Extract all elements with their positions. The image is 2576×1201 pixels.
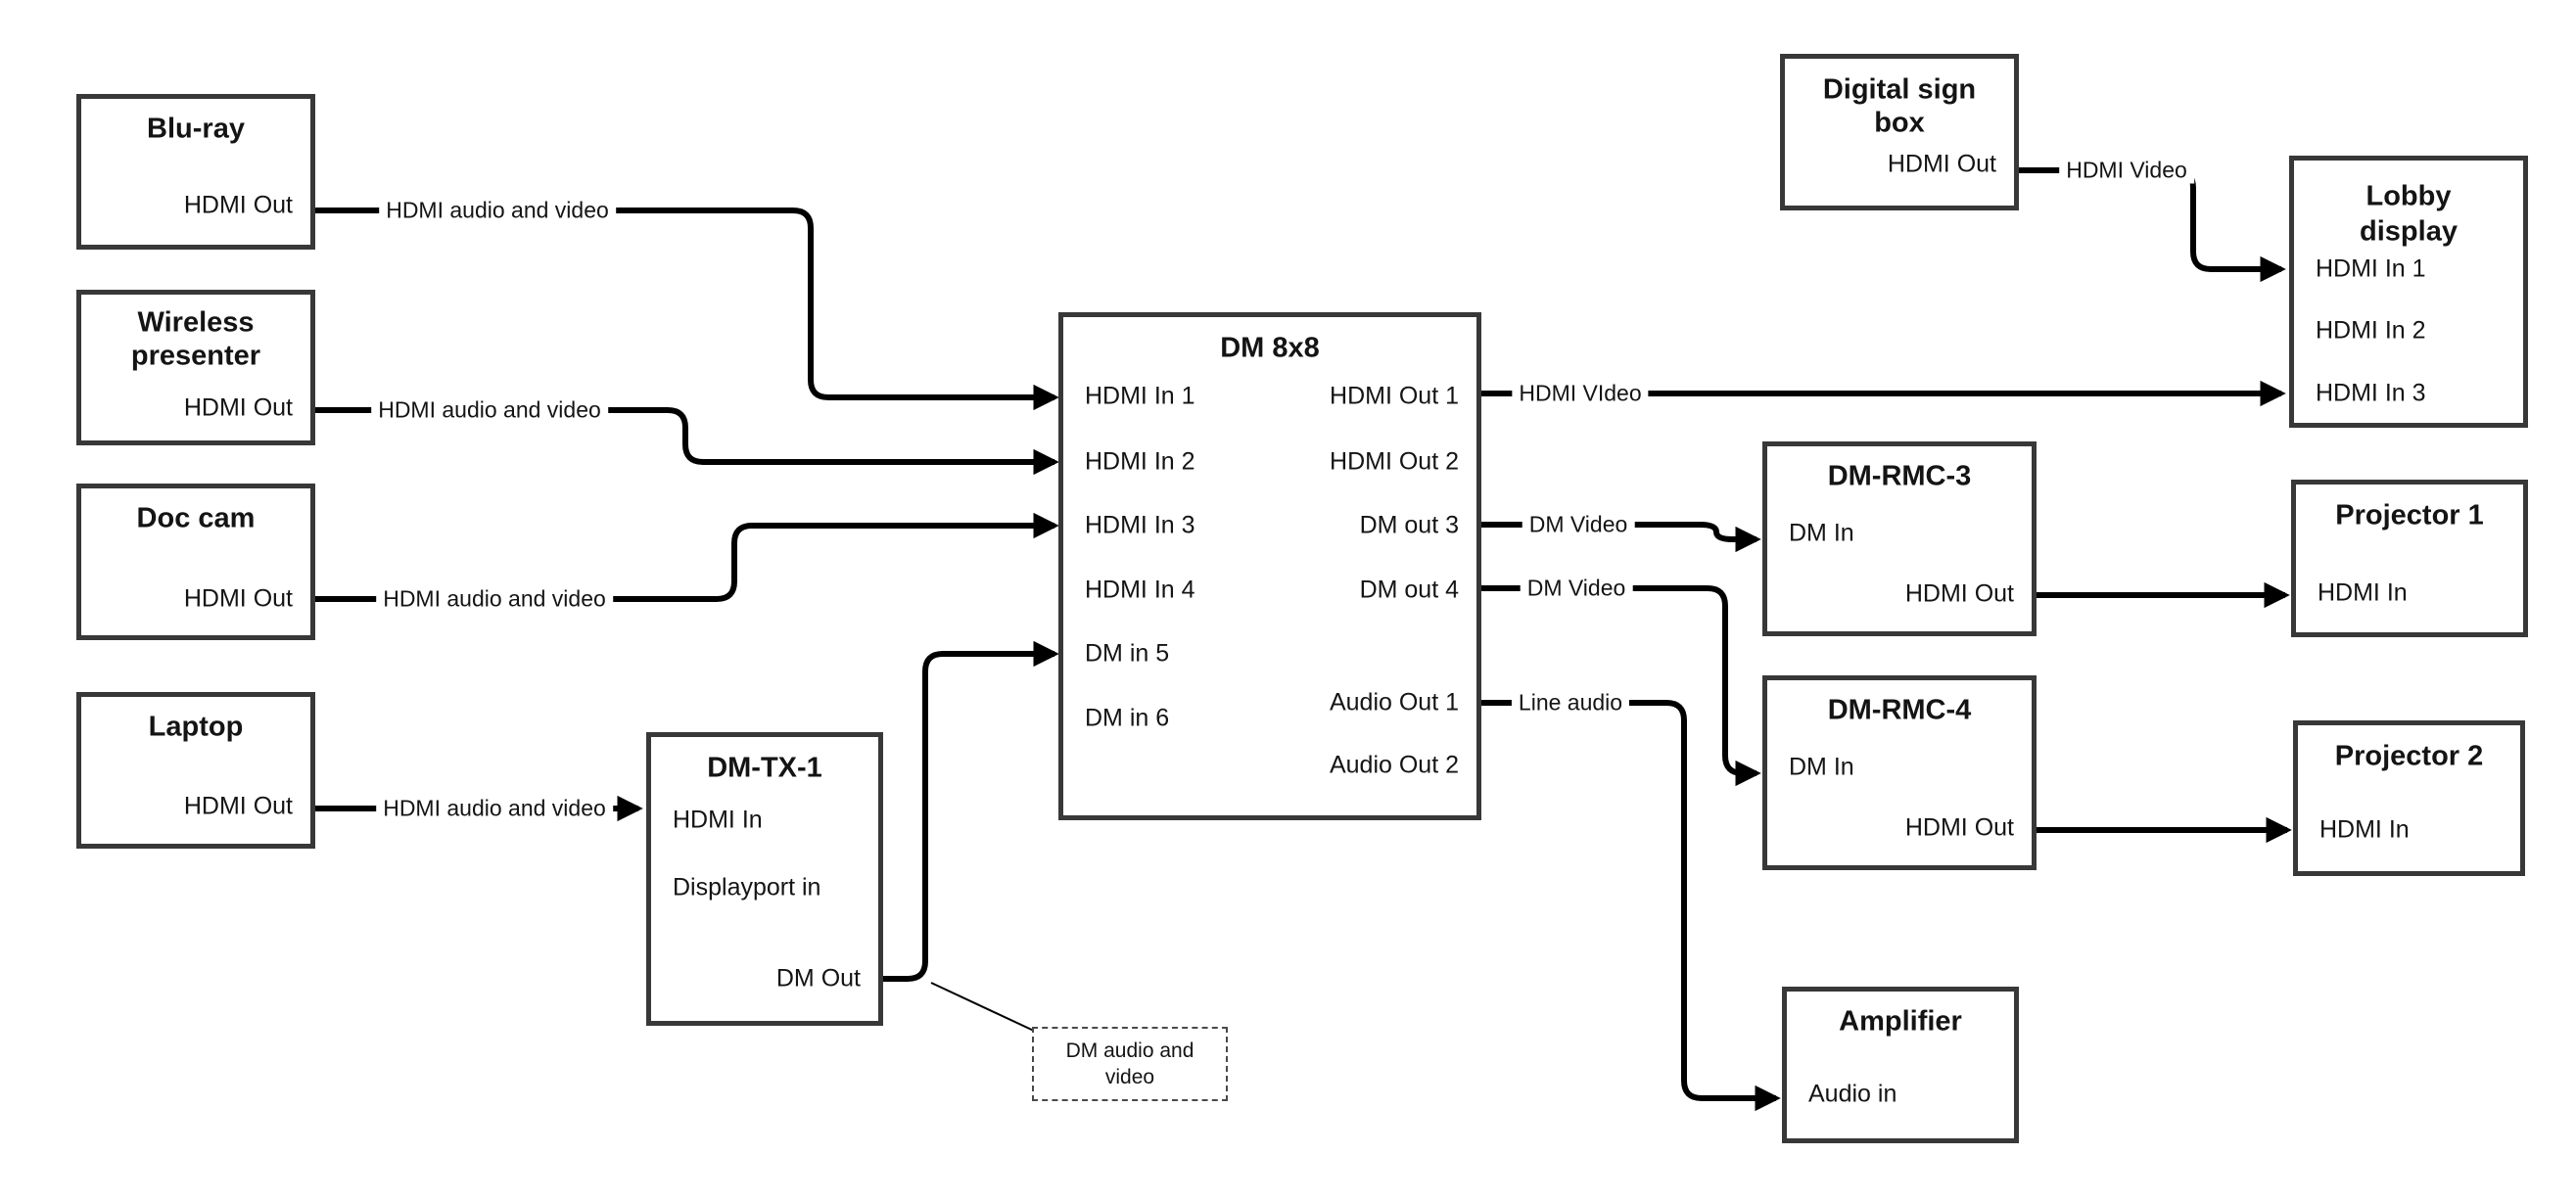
node-wireless-title-line2: presenter (130, 340, 261, 372)
port-dm-rmc-3-hdmi-out: HDMI Out (1904, 579, 2014, 608)
node-projector-1-title: Projector 1 (2335, 499, 2484, 531)
node-dm-tx-1: DM-TX-1 HDMI In Displayport in DM Out (646, 732, 883, 1026)
node-lobby-title-line1: Lobby (2365, 180, 2452, 212)
node-blu-ray-title: Blu-ray (147, 113, 245, 145)
port-dm-rmc-4-hdmi-out: HDMI Out (1904, 813, 2014, 842)
node-wireless-presenter: Wireless presenter HDMI Out (76, 290, 315, 445)
node-wireless-title-line1: Wireless (137, 306, 255, 339)
port-dm-tx-1-hdmi-in: HDMI In (673, 806, 763, 834)
note-dm-audio-and-video: DM audio and video (1032, 1027, 1228, 1101)
node-dm-rmc-3-title: DM-RMC-3 (1827, 460, 1972, 492)
port-dm8x8-audio-out-2: Audio Out 2 (1329, 751, 1459, 779)
port-lobby-hdmi-in-1: HDMI In 1 (2316, 254, 2426, 283)
node-digital-sign-title-line1: Digital sign (1822, 73, 1977, 106)
node-laptop: Laptop HDMI Out (76, 692, 315, 849)
connector-sign-to-lobby-in1 (2019, 167, 2286, 283)
connector-dm-out3-to-rmc3 (1481, 522, 1761, 553)
connector-wireless-to-hdmi-in2 (315, 407, 1059, 476)
port-dm-tx-1-displayport-in: Displayport in (673, 873, 821, 901)
port-dm-tx-1-dm-out: DM Out (775, 964, 861, 993)
node-blu-ray: Blu-ray HDMI Out (76, 94, 315, 250)
port-dm8x8-hdmi-out-2: HDMI Out 2 (1330, 447, 1459, 476)
port-dm8x8-hdmi-in-3: HDMI In 3 (1085, 511, 1195, 539)
node-amplifier: Amplifier Audio in (1782, 987, 2019, 1143)
port-dm8x8-hdmi-in-4: HDMI In 4 (1085, 576, 1195, 604)
note-line1: DM audio and (1065, 1039, 1194, 1062)
edge-label-dm-video-out3: DM Video (1522, 511, 1635, 538)
node-doc-cam-title: Doc cam (136, 502, 256, 534)
node-laptop-title: Laptop (148, 711, 244, 743)
node-dm-8x8: DM 8x8 HDMI In 1 HDMI In 2 HDMI In 3 HDM… (1058, 312, 1481, 820)
edge-label-bluray-hdmi-audio-video: HDMI audio and video (379, 197, 616, 224)
connector-dm-out4-to-rmc4 (1481, 585, 1761, 787)
connector-dmtx1-to-dm-in5 (883, 640, 1059, 982)
node-projector-2-title: Projector 2 (2334, 740, 2484, 772)
port-laptop-hdmi-out: HDMI Out (183, 792, 293, 820)
port-dm8x8-dm-in-5: DM in 5 (1085, 639, 1170, 668)
node-dm-8x8-title: DM 8x8 (1220, 332, 1320, 364)
port-dm8x8-hdmi-out-1: HDMI Out 1 (1330, 382, 1459, 410)
node-dm-rmc-4-title: DM-RMC-4 (1827, 694, 1972, 726)
node-lobby-title-line2: display (2360, 215, 2458, 248)
connector-bluray-to-hdmi-in1 (315, 208, 1059, 411)
port-amplifier-audio-in: Audio in (1808, 1080, 1897, 1108)
node-digital-sign-title-line2: box (1874, 107, 1925, 139)
edge-label-wireless-hdmi-audio-video: HDMI audio and video (371, 396, 608, 424)
port-doc-cam-hdmi-out: HDMI Out (183, 584, 293, 613)
edge-label-doccam-hdmi-audio-video: HDMI audio and video (376, 585, 613, 613)
node-amplifier-title: Amplifier (1839, 1005, 1962, 1038)
note-line2: video (1104, 1066, 1155, 1088)
edge-label-line-audio: Line audio (1511, 689, 1630, 716)
node-digital-sign-box: Digital sign box HDMI Out (1780, 54, 2019, 210)
port-projector-1-hdmi-in: HDMI In (2318, 578, 2408, 607)
port-dm8x8-dm-out-4: DM out 4 (1359, 576, 1459, 604)
port-dm-rmc-4-dm-in: DM In (1789, 753, 1854, 781)
port-lobby-hdmi-in-2: HDMI In 2 (2316, 316, 2426, 345)
port-dm8x8-hdmi-in-1: HDMI In 1 (1085, 382, 1195, 410)
node-projector-2: Projector 2 HDMI In (2293, 720, 2525, 876)
node-dm-rmc-3: DM-RMC-3 DM In HDMI Out (1762, 441, 2037, 636)
port-projector-2-hdmi-in: HDMI In (2319, 815, 2410, 844)
node-projector-1: Projector 1 HDMI In (2291, 480, 2528, 637)
edge-label-dm-video-out4: DM Video (1520, 575, 1633, 602)
port-digital-sign-hdmi-out: HDMI Out (1887, 150, 1996, 178)
connector-doccam-to-hdmi-in3 (315, 512, 1059, 602)
note-leader-line (930, 982, 1037, 1033)
port-dm8x8-hdmi-in-2: HDMI In 2 (1085, 447, 1195, 476)
port-dm8x8-dm-in-6: DM in 6 (1085, 704, 1170, 732)
edge-label-hdmi-video-sign: HDMI Video (2059, 157, 2194, 184)
port-dm-rmc-3-dm-in: DM In (1789, 519, 1854, 547)
port-dm8x8-audio-out-1: Audio Out 1 (1329, 688, 1459, 716)
node-dm-tx-1-title: DM-TX-1 (707, 752, 822, 784)
port-wireless-hdmi-out: HDMI Out (183, 393, 293, 422)
node-lobby-display: Lobby display HDMI In 1 HDMI In 2 HDMI I… (2289, 156, 2528, 428)
port-blu-ray-hdmi-out: HDMI Out (183, 191, 293, 219)
edge-label-laptop-hdmi-audio-video: HDMI audio and video (376, 795, 613, 822)
node-doc-cam: Doc cam HDMI Out (76, 484, 315, 640)
edge-label-hdmi-video-out1: HDMI VIdeo (1512, 380, 1649, 407)
port-dm8x8-dm-out-3: DM out 3 (1359, 511, 1459, 539)
node-dm-rmc-4: DM-RMC-4 DM In HDMI Out (1762, 675, 2037, 870)
port-lobby-hdmi-in-3: HDMI In 3 (2316, 379, 2426, 407)
connector-audio-out1-to-amp (1481, 700, 1781, 1112)
